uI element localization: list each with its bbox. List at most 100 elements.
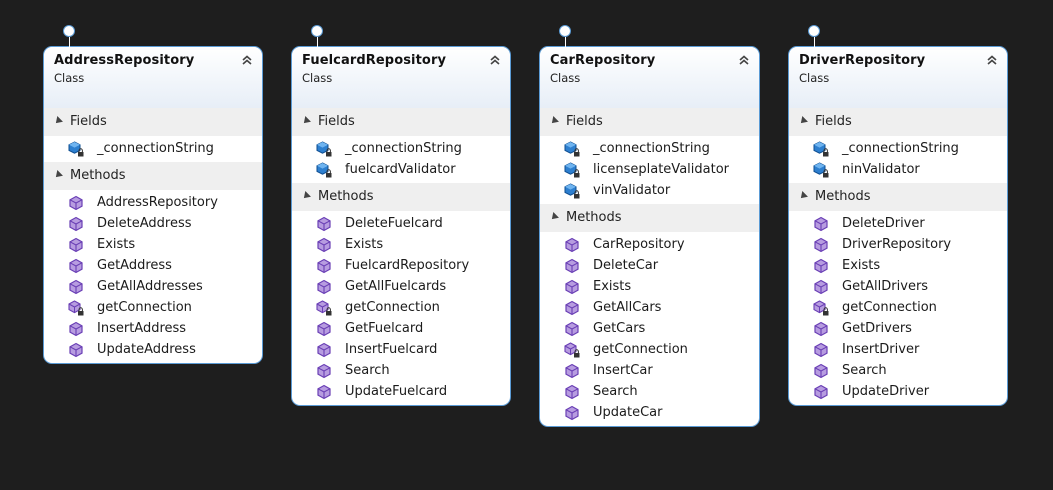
- method-item[interactable]: UpdateAddress: [44, 339, 262, 360]
- method-item[interactable]: GetAddress: [44, 255, 262, 276]
- method-icon: [564, 405, 580, 421]
- field-item[interactable]: _connectionString: [292, 138, 510, 159]
- method-name: GetAllCars: [593, 300, 662, 315]
- method-item[interactable]: GetCars: [540, 318, 759, 339]
- method-icon: [316, 279, 332, 295]
- method-item[interactable]: getConnection: [789, 297, 1007, 318]
- field-item[interactable]: _connectionString: [44, 138, 262, 159]
- fields-section-header[interactable]: Fields: [292, 108, 510, 136]
- method-name: getConnection: [97, 300, 192, 315]
- method-item[interactable]: DeleteFuelcard: [292, 213, 510, 234]
- method-icon: [68, 216, 84, 232]
- method-icon: [813, 279, 829, 295]
- method-item[interactable]: Search: [292, 360, 510, 381]
- method-item[interactable]: DriverRepository: [789, 234, 1007, 255]
- method-item[interactable]: InsertDriver: [789, 339, 1007, 360]
- field-name: _connectionString: [593, 141, 710, 156]
- field-item[interactable]: ninValidator: [789, 159, 1007, 180]
- method-item[interactable]: FuelcardRepository: [292, 255, 510, 276]
- method-icon: [68, 279, 84, 295]
- fields-section-header[interactable]: Fields: [789, 108, 1007, 136]
- method-item[interactable]: GetAllDrivers: [789, 276, 1007, 297]
- private-field-icon: [564, 140, 580, 157]
- private-field-icon: [564, 161, 580, 178]
- method-item[interactable]: getConnection: [292, 297, 510, 318]
- fields-section-header[interactable]: Fields: [44, 108, 262, 136]
- method-item[interactable]: UpdateCar: [540, 402, 759, 423]
- method-icon: [564, 237, 580, 253]
- method-item[interactable]: InsertFuelcard: [292, 339, 510, 360]
- method-item[interactable]: getConnection: [540, 339, 759, 360]
- expand-triangle-icon: [53, 170, 63, 180]
- method-name: GetFuelcard: [345, 321, 424, 336]
- method-name: AddressRepository: [97, 195, 218, 210]
- methods-section-header[interactable]: Methods: [44, 162, 262, 190]
- method-item[interactable]: UpdateDriver: [789, 381, 1007, 402]
- collapse-chevrons-icon[interactable]: [737, 52, 751, 66]
- method-item[interactable]: GetAllCars: [540, 297, 759, 318]
- method-item[interactable]: GetAllAddresses: [44, 276, 262, 297]
- method-name: GetAllFuelcards: [345, 279, 447, 294]
- method-name: FuelcardRepository: [345, 258, 470, 273]
- field-name: vinValidator: [593, 183, 671, 198]
- collapse-chevrons-icon[interactable]: [488, 52, 502, 66]
- method-name: Search: [842, 363, 887, 378]
- fields-section-header[interactable]: Fields: [540, 108, 759, 136]
- interface-lollipop-icon: [559, 25, 573, 49]
- class-name: CarRepository: [550, 53, 656, 68]
- method-item[interactable]: InsertAddress: [44, 318, 262, 339]
- method-name: Exists: [345, 237, 384, 252]
- method-item[interactable]: InsertCar: [540, 360, 759, 381]
- method-name: DeleteCar: [593, 258, 659, 273]
- method-item[interactable]: AddressRepository: [44, 192, 262, 213]
- class-kind: Class: [302, 71, 333, 85]
- method-item[interactable]: Exists: [789, 255, 1007, 276]
- methods-section-header[interactable]: Methods: [292, 183, 510, 211]
- method-name: GetAllAddresses: [97, 279, 203, 294]
- field-item[interactable]: vinValidator: [540, 180, 759, 201]
- class-name: DriverRepository: [799, 53, 926, 68]
- field-name: _connectionString: [97, 141, 214, 156]
- method-name: GetDrivers: [842, 321, 912, 336]
- method-item[interactable]: DeleteAddress: [44, 213, 262, 234]
- expand-triangle-icon: [549, 116, 559, 126]
- method-item[interactable]: DeleteDriver: [789, 213, 1007, 234]
- method-item[interactable]: Exists: [540, 276, 759, 297]
- method-item[interactable]: UpdateFuelcard: [292, 381, 510, 402]
- method-item[interactable]: Search: [789, 360, 1007, 381]
- method-item[interactable]: GetFuelcard: [292, 318, 510, 339]
- method-item[interactable]: getConnection: [44, 297, 262, 318]
- private-field-icon: [564, 182, 580, 199]
- collapse-chevrons-icon[interactable]: [985, 52, 999, 66]
- method-name: UpdateCar: [593, 405, 663, 420]
- methods-section-header[interactable]: Methods: [789, 183, 1007, 211]
- method-item[interactable]: GetAllFuelcards: [292, 276, 510, 297]
- method-item[interactable]: CarRepository: [540, 234, 759, 255]
- private-field-icon: [68, 140, 84, 157]
- collapse-chevrons-icon[interactable]: [240, 52, 254, 66]
- field-item[interactable]: fuelcardValidator: [292, 159, 510, 180]
- method-icon: [564, 321, 580, 337]
- method-item[interactable]: DeleteCar: [540, 255, 759, 276]
- method-item[interactable]: Search: [540, 381, 759, 402]
- field-item[interactable]: _connectionString: [540, 138, 759, 159]
- method-item[interactable]: Exists: [292, 234, 510, 255]
- field-item[interactable]: licenseplateValidator: [540, 159, 759, 180]
- field-item[interactable]: _connectionString: [789, 138, 1007, 159]
- method-item[interactable]: Exists: [44, 234, 262, 255]
- class-kind: Class: [54, 71, 85, 85]
- method-icon: [813, 384, 829, 400]
- fields-list: _connectionString licenseplateValidator vi…: [540, 136, 759, 204]
- methods-section-header[interactable]: Methods: [540, 204, 759, 232]
- method-item[interactable]: GetDrivers: [789, 318, 1007, 339]
- method-icon: [564, 384, 580, 400]
